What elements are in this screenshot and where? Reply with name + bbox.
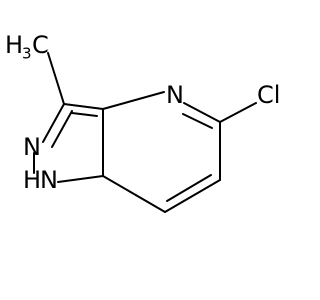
bond-n4-c5-double <box>182 113 213 129</box>
bond-n4-c5 <box>183 102 221 123</box>
bond-c3a-c3-double <box>71 112 98 117</box>
bond-c3a-n4 <box>102 91 165 110</box>
bond-methyl-c3 <box>47 52 65 105</box>
pyridine-n-label: N <box>166 81 184 109</box>
bond-c6-c7 <box>164 179 221 213</box>
chlorine-label: Cl <box>257 81 280 109</box>
bond-c5-cl <box>219 102 257 123</box>
bond-n1-c7a <box>57 175 104 183</box>
atom-labels: H 3 C N Cl N H N <box>5 31 280 194</box>
bond-c3-n2-double <box>51 110 73 148</box>
bond-c7-c7a <box>102 175 166 213</box>
bond-c3a-c3 <box>63 103 104 110</box>
methyl-h-count: 3 <box>22 45 32 63</box>
pyrazole-nh-label: H <box>23 166 41 194</box>
bonds <box>33 52 257 213</box>
methyl-h-label: H <box>5 31 23 59</box>
bond-c3-n2 <box>42 103 65 143</box>
methyl-c-label: C <box>32 31 49 59</box>
chemical-structure: H 3 C N Cl N H N <box>5 31 280 213</box>
bond-c6-c7-double <box>166 174 212 202</box>
pyrazole-nh-n-label: N <box>40 166 58 194</box>
pyrazole-n-label: N <box>23 133 41 161</box>
